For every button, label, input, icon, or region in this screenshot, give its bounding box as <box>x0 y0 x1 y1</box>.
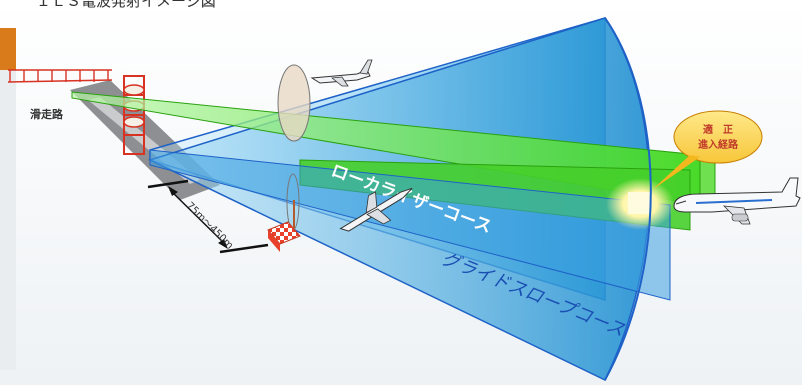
left-strip <box>0 70 16 370</box>
distance-indicator <box>147 179 269 254</box>
callout-line2: 進入経路 <box>698 138 739 151</box>
approach-lights <box>7 69 113 83</box>
runway-label: 滑走路 <box>30 107 64 121</box>
cone-arc <box>604 17 652 381</box>
diagram-title: ＩＬＳ電波発射イメージ図 <box>36 0 216 10</box>
airplane-large <box>673 177 801 225</box>
accent-bar <box>0 28 16 70</box>
correct-approach-callout <box>652 110 763 190</box>
airplane-upper <box>310 59 373 87</box>
marker-beacon-oval <box>277 64 311 142</box>
callout-line1: 適 正 <box>703 123 733 136</box>
intersection-point <box>628 192 650 214</box>
airplane-middle <box>339 187 413 232</box>
glideslope-antenna <box>267 200 301 252</box>
glideslope-band <box>149 149 671 301</box>
